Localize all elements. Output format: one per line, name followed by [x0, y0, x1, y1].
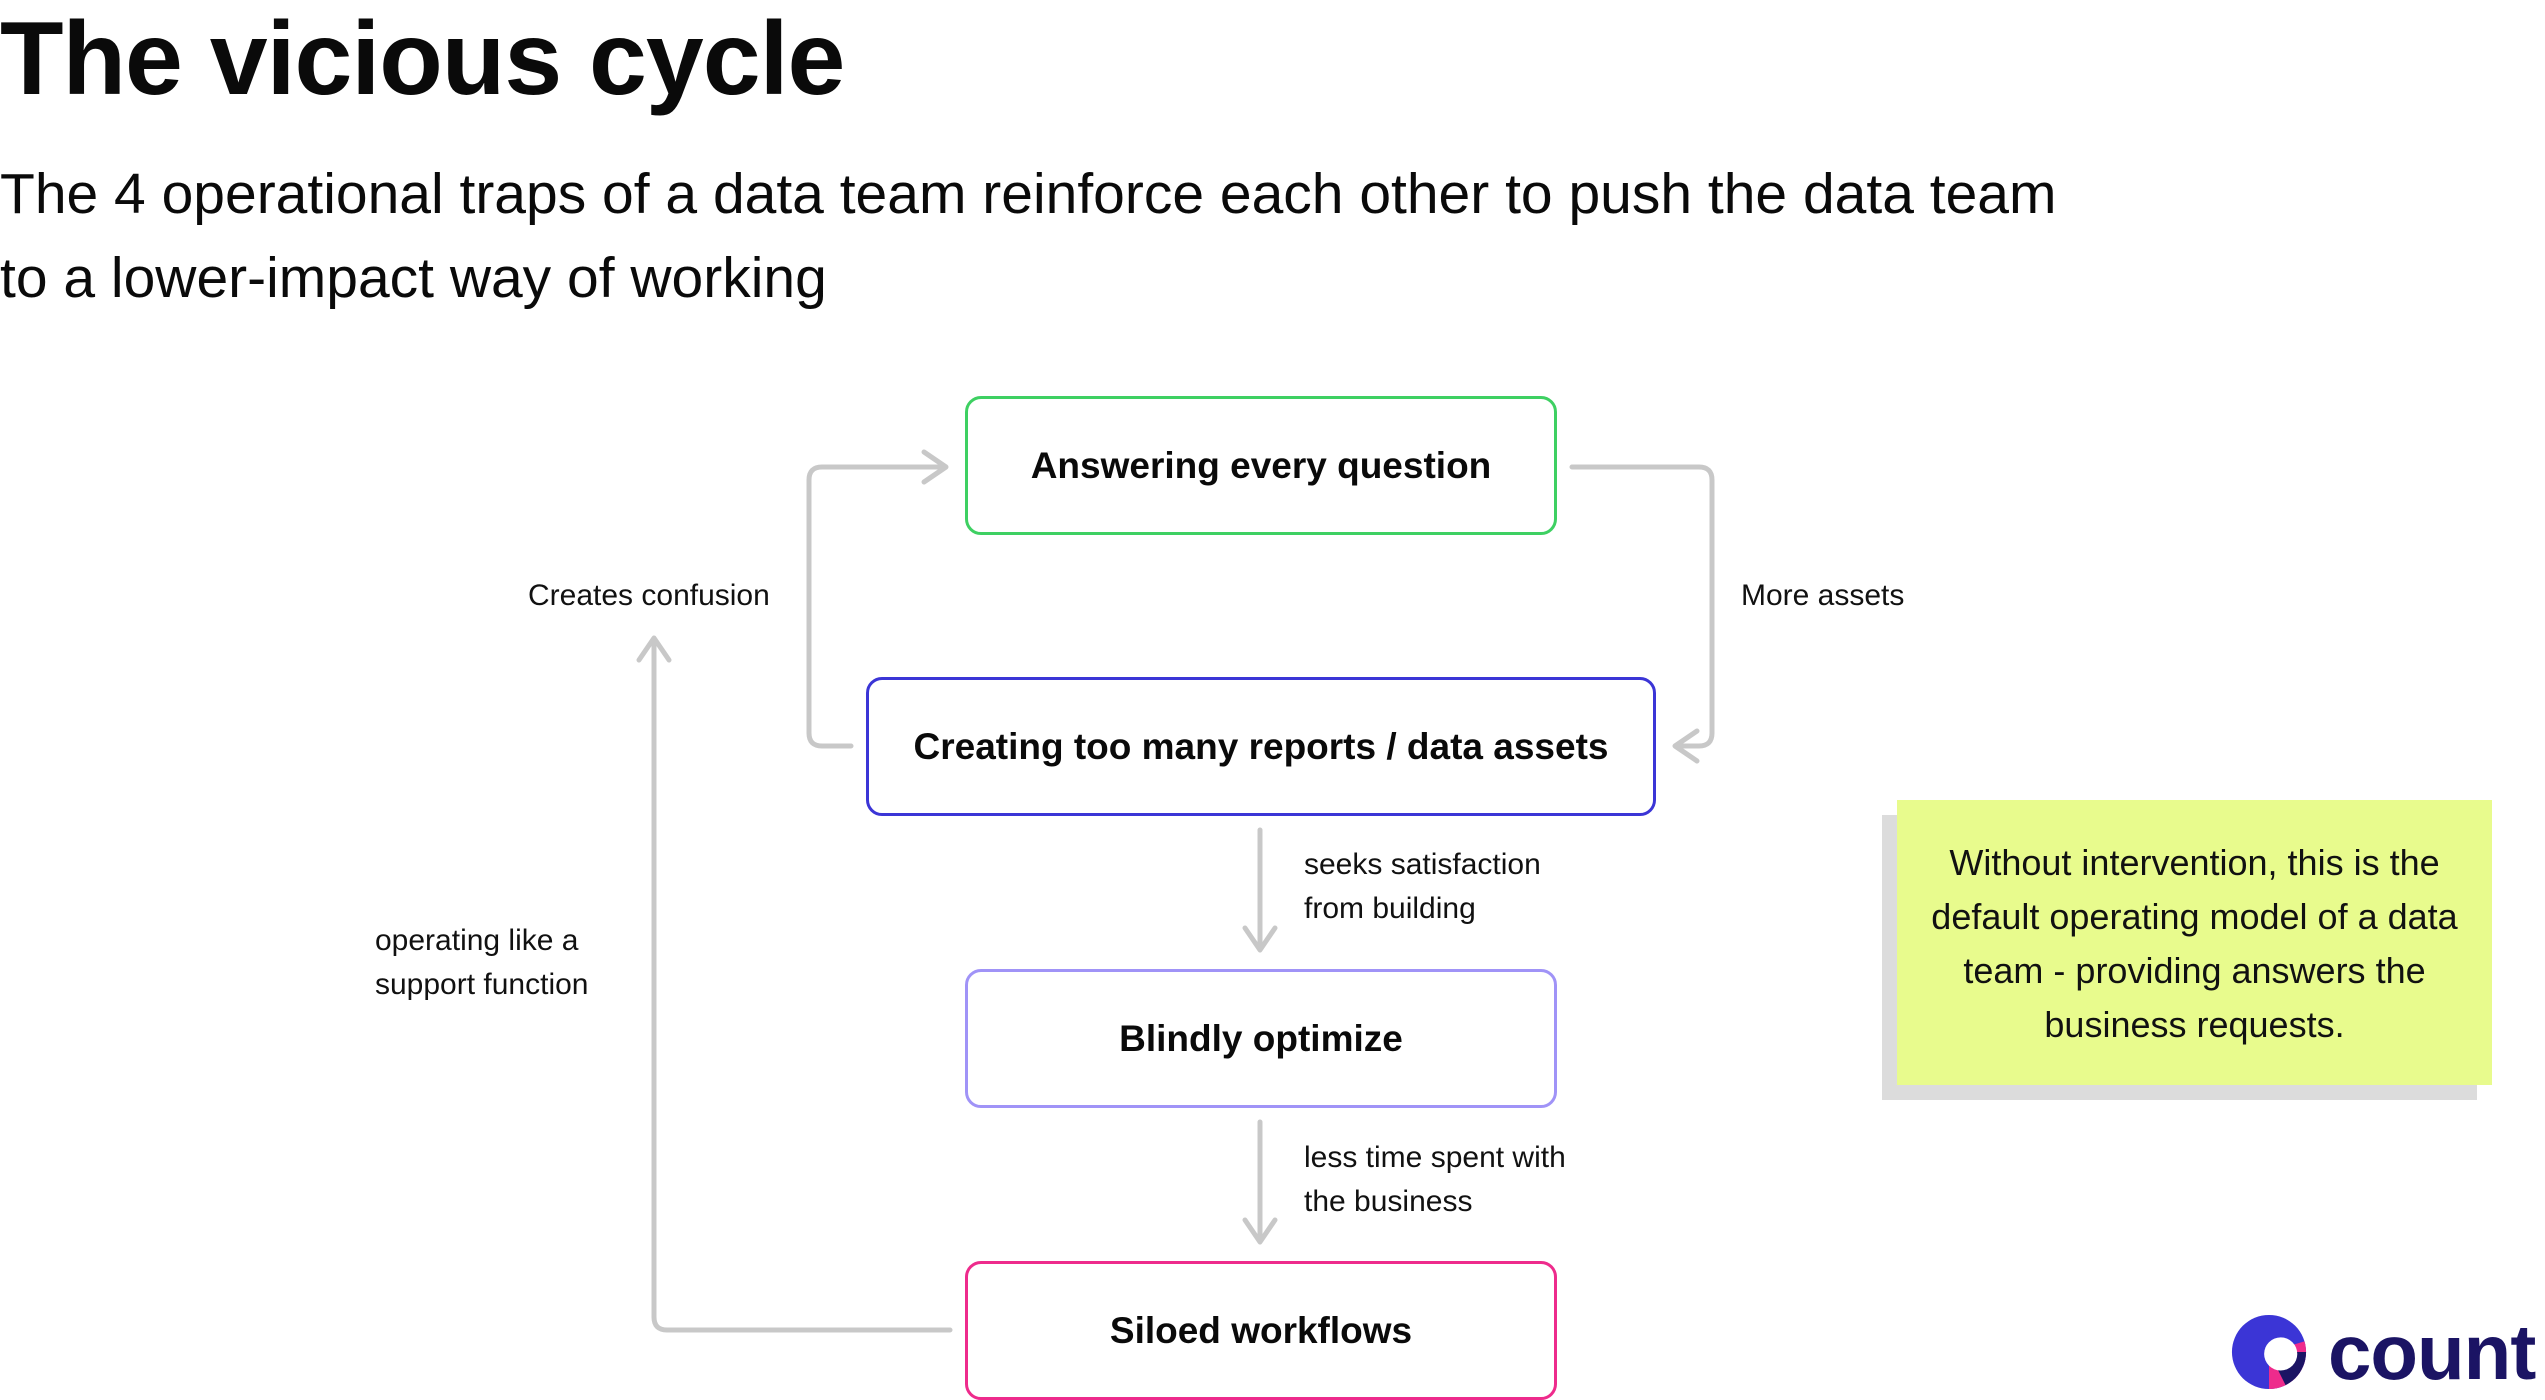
- connector-creating-to-answering: [806, 464, 947, 749]
- edge-label-line: less time spent with: [1304, 1141, 1566, 1174]
- edge-label-seeks-satisfaction: seeks satisfaction from building: [1304, 843, 1541, 931]
- node-answering-every-question[interactable]: Answering every question: [965, 396, 1557, 535]
- node-blindly-optimize[interactable]: Blindly optimize: [965, 969, 1557, 1108]
- node-creating-too-many-reports[interactable]: Creating too many reports / data assets: [866, 677, 1656, 816]
- brand-name: count: [2328, 1308, 2536, 1396]
- arrowhead-siloed: [1242, 1217, 1278, 1245]
- node-siloed-workflows[interactable]: Siloed workflows: [965, 1261, 1557, 1400]
- edge-label-support-function: operating like a support function: [375, 919, 588, 1007]
- edge-label-line: the business: [1304, 1185, 1473, 1218]
- brand-logo: count: [2230, 1308, 2536, 1396]
- connector-answering-to-creating: [1569, 464, 1715, 749]
- edge-label-line: support function: [375, 968, 589, 1001]
- arrowhead-optimize: [1242, 925, 1278, 953]
- edge-label-creates-confusion: Creates confusion: [528, 579, 770, 612]
- arrowhead-answering: [921, 449, 949, 485]
- count-logo-icon: [2231, 1314, 2307, 1390]
- arrowhead-creating: [1672, 728, 1700, 764]
- arrowhead-confusion: [636, 635, 672, 663]
- edge-label-line: operating like a: [375, 924, 579, 957]
- edge-label-line: seeks satisfaction: [1304, 848, 1541, 881]
- edge-label-line: from building: [1304, 892, 1476, 925]
- edge-label-less-time: less time spent with the business: [1304, 1136, 1566, 1224]
- page-subtitle: The 4 operational traps of a data team r…: [0, 162, 2057, 310]
- page-title: The vicious cycle: [0, 1, 845, 117]
- connector-siloed-to-confusion: [651, 637, 953, 1333]
- edge-label-more-assets: More assets: [1741, 579, 1905, 612]
- sticky-note[interactable]: Without intervention, this is the defaul…: [1897, 800, 2492, 1085]
